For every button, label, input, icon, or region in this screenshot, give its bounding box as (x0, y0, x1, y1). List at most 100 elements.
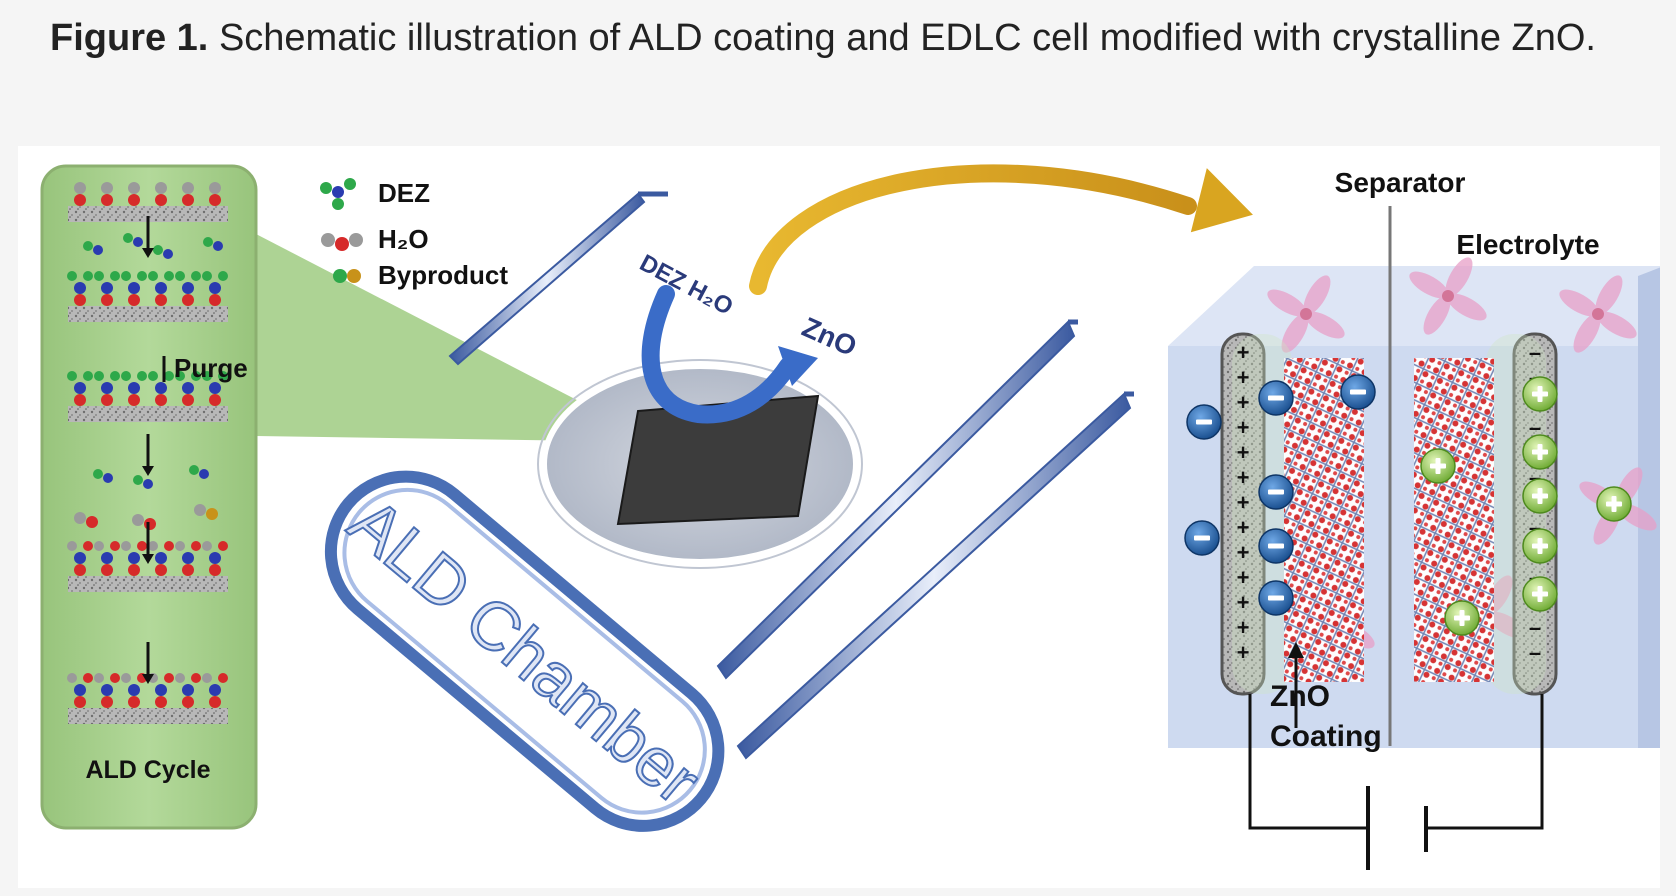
ligand-atom (110, 673, 120, 683)
molecule-lobe (1303, 275, 1331, 315)
oxygen-atom (182, 394, 194, 406)
hydrogen-atom (209, 182, 221, 194)
zinc-atom (155, 282, 167, 294)
molecule-atom (203, 237, 213, 247)
ligand-atom (202, 271, 212, 281)
ligand-atom (202, 541, 212, 551)
oxygen-atom (74, 564, 86, 576)
positive-charge: + (1237, 540, 1250, 565)
cation (1522, 528, 1558, 564)
plus-sign-v (1537, 488, 1543, 504)
plus-sign-v (1537, 586, 1543, 602)
chamber-rail-right-bottom (736, 392, 1132, 760)
cation (1444, 600, 1480, 636)
ligand-atom (202, 371, 212, 381)
oxygen-atom (74, 394, 86, 406)
positive-charge: + (1237, 640, 1250, 665)
plus-sign-v (1435, 458, 1441, 474)
molecule-atom (189, 465, 199, 475)
plus-sign-v (1459, 610, 1465, 626)
positive-charge: + (1237, 465, 1250, 490)
molecule-atom (74, 512, 86, 524)
zinc-atom (155, 552, 167, 564)
ald-stage-2 (67, 271, 228, 322)
ligand-atom (121, 541, 131, 551)
ligand-atom (67, 673, 77, 683)
molecule-lobe (1409, 271, 1449, 299)
ald-stage-3 (67, 371, 228, 422)
zinc-atom (101, 552, 113, 564)
ligand-atom (164, 371, 174, 381)
molecule-lobe (1281, 313, 1309, 353)
ligand-atom (175, 541, 185, 551)
legend-item-byproduct: Byproduct (378, 260, 508, 290)
minus-sign (1194, 535, 1210, 541)
transfer-arrow-head (1190, 168, 1253, 233)
zinc-atom (209, 282, 221, 294)
oxygen-atom (128, 696, 140, 708)
oxygen-atom (74, 294, 86, 306)
cation (1596, 486, 1632, 522)
minus-sign (1268, 489, 1284, 495)
ald-cycle-box (40, 164, 258, 830)
ligand-atom (121, 371, 131, 381)
ligand-atom (218, 371, 228, 381)
molecule-lobe (1573, 313, 1601, 353)
ligand-atom (218, 271, 228, 281)
oxygen-atom (182, 294, 194, 306)
process-arrow (142, 642, 154, 684)
ligand-atom (121, 673, 131, 683)
hydrogen-atom (182, 182, 194, 194)
ligand-atom (94, 541, 104, 551)
zinc-atom (182, 552, 194, 564)
anion (1184, 520, 1220, 556)
coating-label-line1: ZnO (1270, 680, 1330, 713)
zinc-atom (182, 684, 194, 696)
arrow-head (142, 674, 154, 684)
dez-molecule-icon (320, 178, 356, 210)
gas-molecule (153, 245, 173, 259)
cation (1420, 448, 1456, 484)
ligand-atom (175, 371, 185, 381)
ald-cycle-title: ALD Cycle (85, 756, 210, 784)
molecule-atom (206, 508, 218, 520)
ligand-atom (121, 271, 131, 281)
byproduct-molecule (74, 512, 98, 528)
process-arrow (142, 434, 154, 476)
chamber-rail-right-top (716, 320, 1076, 680)
ligand-atom (83, 673, 93, 683)
plus-sign-v (1611, 496, 1617, 512)
ligand-atom (83, 541, 93, 551)
cation (1522, 576, 1558, 612)
ald-cycle-panel: Purge ALD Cycle (40, 164, 658, 830)
ligand-atom (191, 541, 201, 551)
positive-charge: + (1237, 390, 1250, 415)
oxygen-atom (155, 294, 167, 306)
oxygen-atom (182, 696, 194, 708)
figure-caption: Figure 1. Schematic illustration of ALD … (50, 8, 1630, 68)
molecule-atom (133, 475, 143, 485)
plus-sign-v (1537, 538, 1543, 554)
ligand-atom (164, 271, 174, 281)
chamber-rail-back (448, 192, 646, 366)
molecule-atom (163, 249, 173, 259)
ligand-atom (137, 271, 147, 281)
hydrogen-atom (74, 182, 86, 194)
zinc-atom (101, 684, 113, 696)
solvent-molecule (1559, 275, 1637, 353)
ligand-atom (137, 541, 147, 551)
byproduct-molecule-icon (333, 269, 361, 283)
molecule-atom (93, 469, 103, 479)
zinc-atom (74, 552, 86, 564)
molecule-center (1592, 308, 1604, 320)
ligand-atom (83, 371, 93, 381)
left-electrode (1220, 332, 1266, 696)
anion (1340, 374, 1376, 410)
zinc-atom (128, 382, 140, 394)
molecule-lobe (1423, 295, 1451, 335)
positive-charge: + (1237, 565, 1250, 590)
ligand-atom (191, 271, 201, 281)
caption-text: Schematic illustration of ALD coating an… (218, 17, 1596, 59)
oxygen-atom (128, 564, 140, 576)
minus-sign (1268, 595, 1284, 601)
